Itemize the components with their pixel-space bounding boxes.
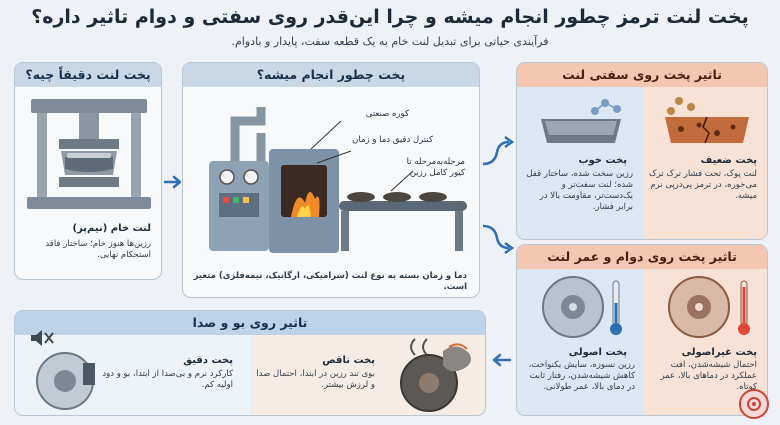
solid-pad-icon	[541, 99, 621, 143]
precise-cure-title: پخت دقیق	[183, 355, 233, 366]
process-footer-note: دما و زمان بسته به نوع لنت (سرامیکی، ارگ…	[193, 271, 467, 292]
arrow-durability-to-noise-icon	[492, 353, 512, 367]
cracked-pad-icon	[665, 97, 749, 144]
brake-disc-clean-icon	[36, 352, 95, 410]
raw-pad-title: لنت خام (نیم‌پز)	[72, 223, 151, 234]
curing-stage-label: مرحله‌به‌مرحله تا کیور کامل رزین	[406, 157, 465, 178]
noise-panel: تاثیر روی بو و صدا پخت دقیق کارکرد نرم و…	[14, 310, 486, 416]
durability-panel-title: تاثیر پخت روی دوام و عمر لنت	[517, 245, 767, 269]
oven-label: کوره صنعتی	[365, 109, 409, 119]
temp-control-label: کنترل دقیق دما و زمان	[352, 135, 433, 145]
brake-disc-smoking-icon	[400, 338, 471, 412]
poor-cure-desc: بوی تند رزین در ابتدا، احتمال صدا و لرزش…	[256, 369, 375, 390]
durability-panel: تاثیر پخت روی دوام و عمر لنت پخت اصولی ر…	[516, 244, 768, 416]
precise-cure-desc: کارکرد نرم و بی‌صدا از ابتدا، بو و دود ا…	[102, 369, 233, 390]
raw-pad-panel-title: پخت لنت دقیقاً چیه؟	[15, 63, 161, 87]
arrow-process-to-durability-icon	[482, 224, 515, 254]
brake-disc-cool-icon	[542, 276, 622, 338]
poor-cure-title: پخت ناقص	[322, 355, 375, 366]
good-cure-desc: رزین سخت شده، ساختار قفل شده؛ لنت سفت‌تر…	[526, 169, 633, 212]
industrial-oven-icon	[209, 107, 467, 253]
page-title: پخت لنت ترمز چطور انجام میشه و چرا این‌ق…	[31, 6, 749, 28]
page-subtitle: فرآیندی حیاتی برای تبدیل لنت خام به یک ق…	[231, 35, 549, 48]
arrow-raw-to-process-icon	[163, 175, 182, 189]
weak-cure-title: پخت ضعیف	[700, 155, 757, 166]
brand-logo-icon	[739, 389, 769, 419]
proper-cure-desc: رزین نسوزه، سایش یکنواخت، کاهش شیشه‌شدن،…	[528, 360, 635, 392]
brake-disc-hot-icon	[668, 276, 750, 338]
proper-cure-title: پخت اصولی	[568, 347, 627, 358]
process-panel-title: پخت چطور انجام میشه؟	[183, 63, 479, 87]
improper-cure-desc: احتمال شیشه‌شدن، افت عملکرد در دماهای با…	[660, 360, 757, 392]
good-cure-card	[517, 87, 643, 239]
raw-pad-desc: رزین‌ها هنوز خام؛ ساختار فاقد استحکام نه…	[45, 239, 151, 260]
noise-panel-title: تاثیر روی بو و صدا	[15, 311, 485, 335]
weak-cure-card	[643, 87, 767, 239]
speaker-muted-icon	[31, 330, 54, 346]
raw-pad-panel: پخت لنت دقیقاً چیه؟ لنت خام (نیم‌پز) رزی…	[14, 62, 162, 280]
improper-cure-title: پخت غیراصولی	[681, 347, 757, 358]
arrow-process-to-hardness-icon	[482, 136, 515, 166]
good-cure-title: پخت خوب	[578, 155, 627, 166]
process-panel: پخت چطور انجام میشه؟ کوره صنعتی کنترل دق…	[182, 62, 480, 298]
weak-cure-desc: لنت پوک، تحت فشار ترک ترک می‌خوره، در تر…	[649, 169, 757, 201]
hardness-panel-title: تاثیر پخت روی سفتی لنت	[517, 63, 767, 87]
hardness-panel: تاثیر پخت روی سفتی لنت پخت خوب رزین سخت …	[516, 62, 768, 240]
hydraulic-press-icon	[27, 99, 151, 209]
